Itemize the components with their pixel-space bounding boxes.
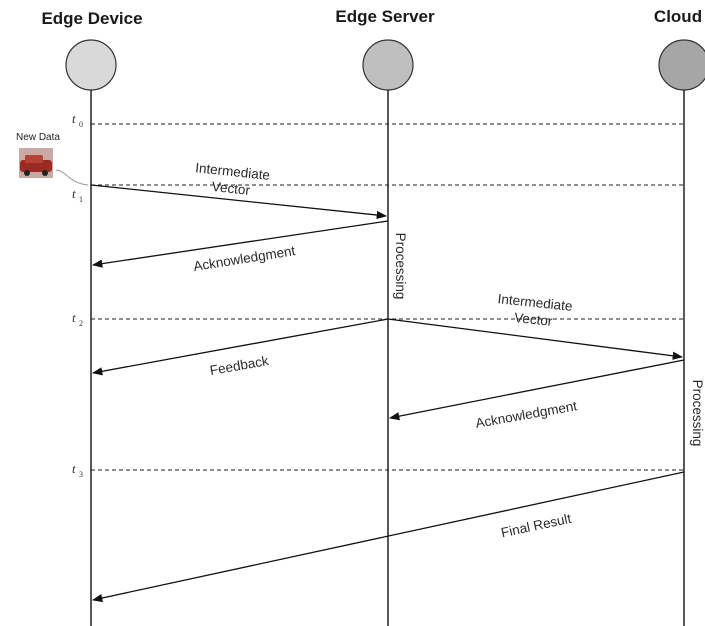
message-acknowledgment-2 (388, 359, 685, 421)
svg-text:Vector: Vector (211, 179, 251, 198)
new-data-connector (55, 169, 89, 186)
svg-text:1: 1 (79, 195, 83, 204)
time-label-t1: t 1 (72, 186, 83, 204)
message-final-result (91, 471, 685, 603)
new-data-label: New Data (16, 132, 60, 143)
message-intermediate-vector-2 (387, 318, 684, 360)
svg-text:t: t (72, 111, 76, 126)
time-label-t0: t 0 (72, 111, 83, 129)
message-acknowledgment-1 (91, 220, 389, 268)
edge-device-node (65, 39, 117, 91)
svg-text:Intermediate: Intermediate (497, 291, 573, 314)
svg-text:t: t (72, 186, 76, 201)
participant-edge-server-label: Edge Server (335, 7, 435, 26)
svg-text:Intermediate: Intermediate (195, 160, 271, 183)
svg-text:t: t (72, 310, 76, 325)
time-label-t3: t 3 (72, 461, 83, 479)
participant-cloud-label: Cloud (654, 7, 702, 26)
label-processing-server: Processing (393, 233, 408, 300)
new-data-image (19, 148, 53, 178)
svg-text:2: 2 (79, 319, 83, 328)
label-feedback: Feedback (209, 353, 270, 378)
label-processing-cloud: Processing (690, 380, 705, 447)
edge-server-node (362, 39, 414, 91)
label-acknowledgment-2: Acknowledgment (474, 398, 578, 431)
message-intermediate-vector-1 (90, 184, 388, 220)
message-feedback (91, 318, 389, 376)
label-intermediate-vector-2: Intermediate Vector (497, 291, 573, 329)
svg-text:3: 3 (79, 470, 83, 479)
svg-text:Vector: Vector (514, 310, 554, 329)
svg-text:t: t (72, 461, 76, 476)
cloud-node (658, 39, 705, 91)
svg-text:0: 0 (79, 120, 83, 129)
label-final-result: Final Result (500, 511, 573, 541)
participant-edge-device-label: Edge Device (41, 9, 142, 28)
label-intermediate-vector-1: Intermediate Vector (195, 160, 271, 198)
time-label-t2: t 2 (72, 310, 83, 328)
